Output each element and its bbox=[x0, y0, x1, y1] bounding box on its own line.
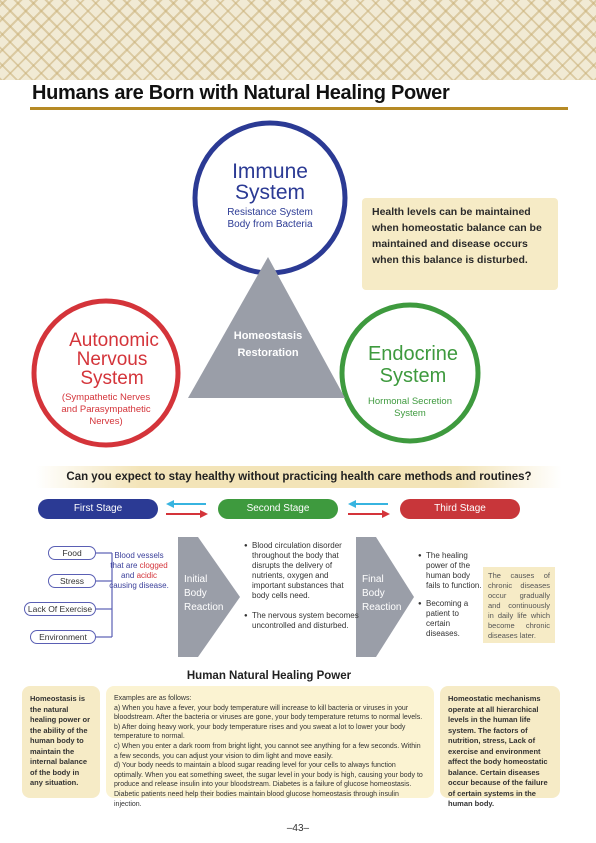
autonomic-sub-2: and Parasympathetic bbox=[61, 404, 150, 415]
stage-arrows-2 bbox=[348, 500, 390, 518]
homeostatic-mechanisms-box: Homeostatic mechanisms operate at all hi… bbox=[440, 686, 560, 808]
clogged-word: clogged bbox=[139, 561, 168, 570]
autonomic-system-circle bbox=[31, 298, 181, 448]
factor-lack-of-exercise: Lack Of Exercise bbox=[24, 602, 96, 616]
third-stage-bullets: The healing power of the human body fail… bbox=[418, 551, 484, 647]
acidic-word: acidic bbox=[136, 571, 158, 580]
endocrine-sub-2: System bbox=[394, 408, 426, 419]
autonomic-sub-3: Nerves) bbox=[89, 416, 122, 427]
blood-vessel-text-3: causing disease. bbox=[109, 581, 169, 590]
initial-reaction-3: Reaction bbox=[184, 602, 223, 613]
page-title: Humans are Born with Natural Healing Pow… bbox=[32, 82, 450, 104]
healing-power-heading: Human Natural Healing Power bbox=[186, 670, 352, 682]
factor-environment: Environment bbox=[30, 630, 96, 644]
final-reaction-1: Final bbox=[362, 574, 384, 585]
third-stage-bullet: Becoming a patient to certain diseases. bbox=[418, 599, 484, 639]
stage-arrows-1 bbox=[166, 500, 208, 518]
chronic-disease-note: The causes of chronic diseases occur gra… bbox=[483, 567, 555, 643]
second-stage-pill: Second Stage bbox=[218, 499, 338, 519]
page-number: –43– bbox=[286, 823, 310, 834]
homeostasis-definition-box: Homeostasis is the natural healing power… bbox=[22, 686, 100, 798]
triangle-label-1: Homeostasis bbox=[234, 330, 302, 342]
blood-vessel-text-2: and bbox=[120, 571, 137, 580]
factor-connectors bbox=[96, 552, 113, 638]
homeostasis-examples-box: Examples are as follows: a) When you hav… bbox=[106, 686, 434, 808]
first-stage-pill: First Stage bbox=[38, 499, 158, 519]
third-stage-bullet: The healing power of the human body fail… bbox=[418, 551, 484, 591]
examples-line: a) When you have a fever, your body temp… bbox=[114, 704, 423, 722]
second-stage-bullet: The nervous system becomes uncontrolled … bbox=[244, 611, 362, 631]
final-reaction-2: Body bbox=[362, 588, 385, 599]
endocrine-title-2: System bbox=[380, 365, 447, 387]
immune-title-1: Immune bbox=[232, 160, 308, 183]
immune-title-2: System bbox=[235, 181, 305, 204]
initial-reaction-2: Body bbox=[184, 588, 207, 599]
second-stage-bullet: Blood circulation disorder throughout th… bbox=[244, 541, 362, 601]
third-stage-pill: Third Stage bbox=[400, 499, 520, 519]
endocrine-sub-1: Hormonal Secretion bbox=[368, 396, 452, 407]
blood-vessel-note: Blood vessels that are clogged and acidi… bbox=[108, 551, 170, 591]
autonomic-title-3: System bbox=[80, 368, 143, 389]
immune-sub-1: Resistance System bbox=[227, 207, 313, 218]
initial-reaction-1: Initial bbox=[184, 574, 207, 585]
triangle-label-2: Restoration bbox=[237, 347, 298, 359]
initial-reaction-chevron bbox=[178, 537, 240, 657]
examples-line: Examples are as follows: bbox=[114, 695, 192, 702]
autonomic-title-2: Nervous bbox=[77, 349, 148, 370]
examples-line: b) After doing heavy work, your body tem… bbox=[114, 723, 406, 741]
homeostatic-balance-note: Health levels can be maintained when hom… bbox=[362, 198, 558, 290]
second-stage-bullets: Blood circulation disorder throughout th… bbox=[244, 541, 362, 641]
health-question-banner: Can you expect to stay healthy without p… bbox=[36, 466, 562, 488]
autonomic-title-1: Autonomic bbox=[69, 330, 159, 351]
decorative-banner bbox=[0, 0, 596, 80]
endocrine-title-1: Endocrine bbox=[368, 343, 458, 365]
examples-line: d) Your body needs to maintain a blood s… bbox=[114, 762, 423, 808]
immune-sub-2: Body from Bacteria bbox=[227, 219, 312, 230]
blood-vessel-text-1: Blood vessels that are bbox=[110, 551, 164, 570]
autonomic-sub-1: (Sympathetic Nerves bbox=[62, 392, 150, 403]
examples-line: c) When you enter a dark room from brigh… bbox=[114, 742, 421, 760]
endocrine-system-circle bbox=[339, 302, 481, 444]
final-reaction-chevron bbox=[356, 537, 414, 657]
title-divider bbox=[30, 107, 568, 110]
factor-food: Food bbox=[48, 546, 96, 560]
final-reaction-3: Reaction bbox=[362, 602, 401, 613]
factor-stress: Stress bbox=[48, 574, 96, 588]
homeostasis-triangle bbox=[188, 257, 345, 398]
